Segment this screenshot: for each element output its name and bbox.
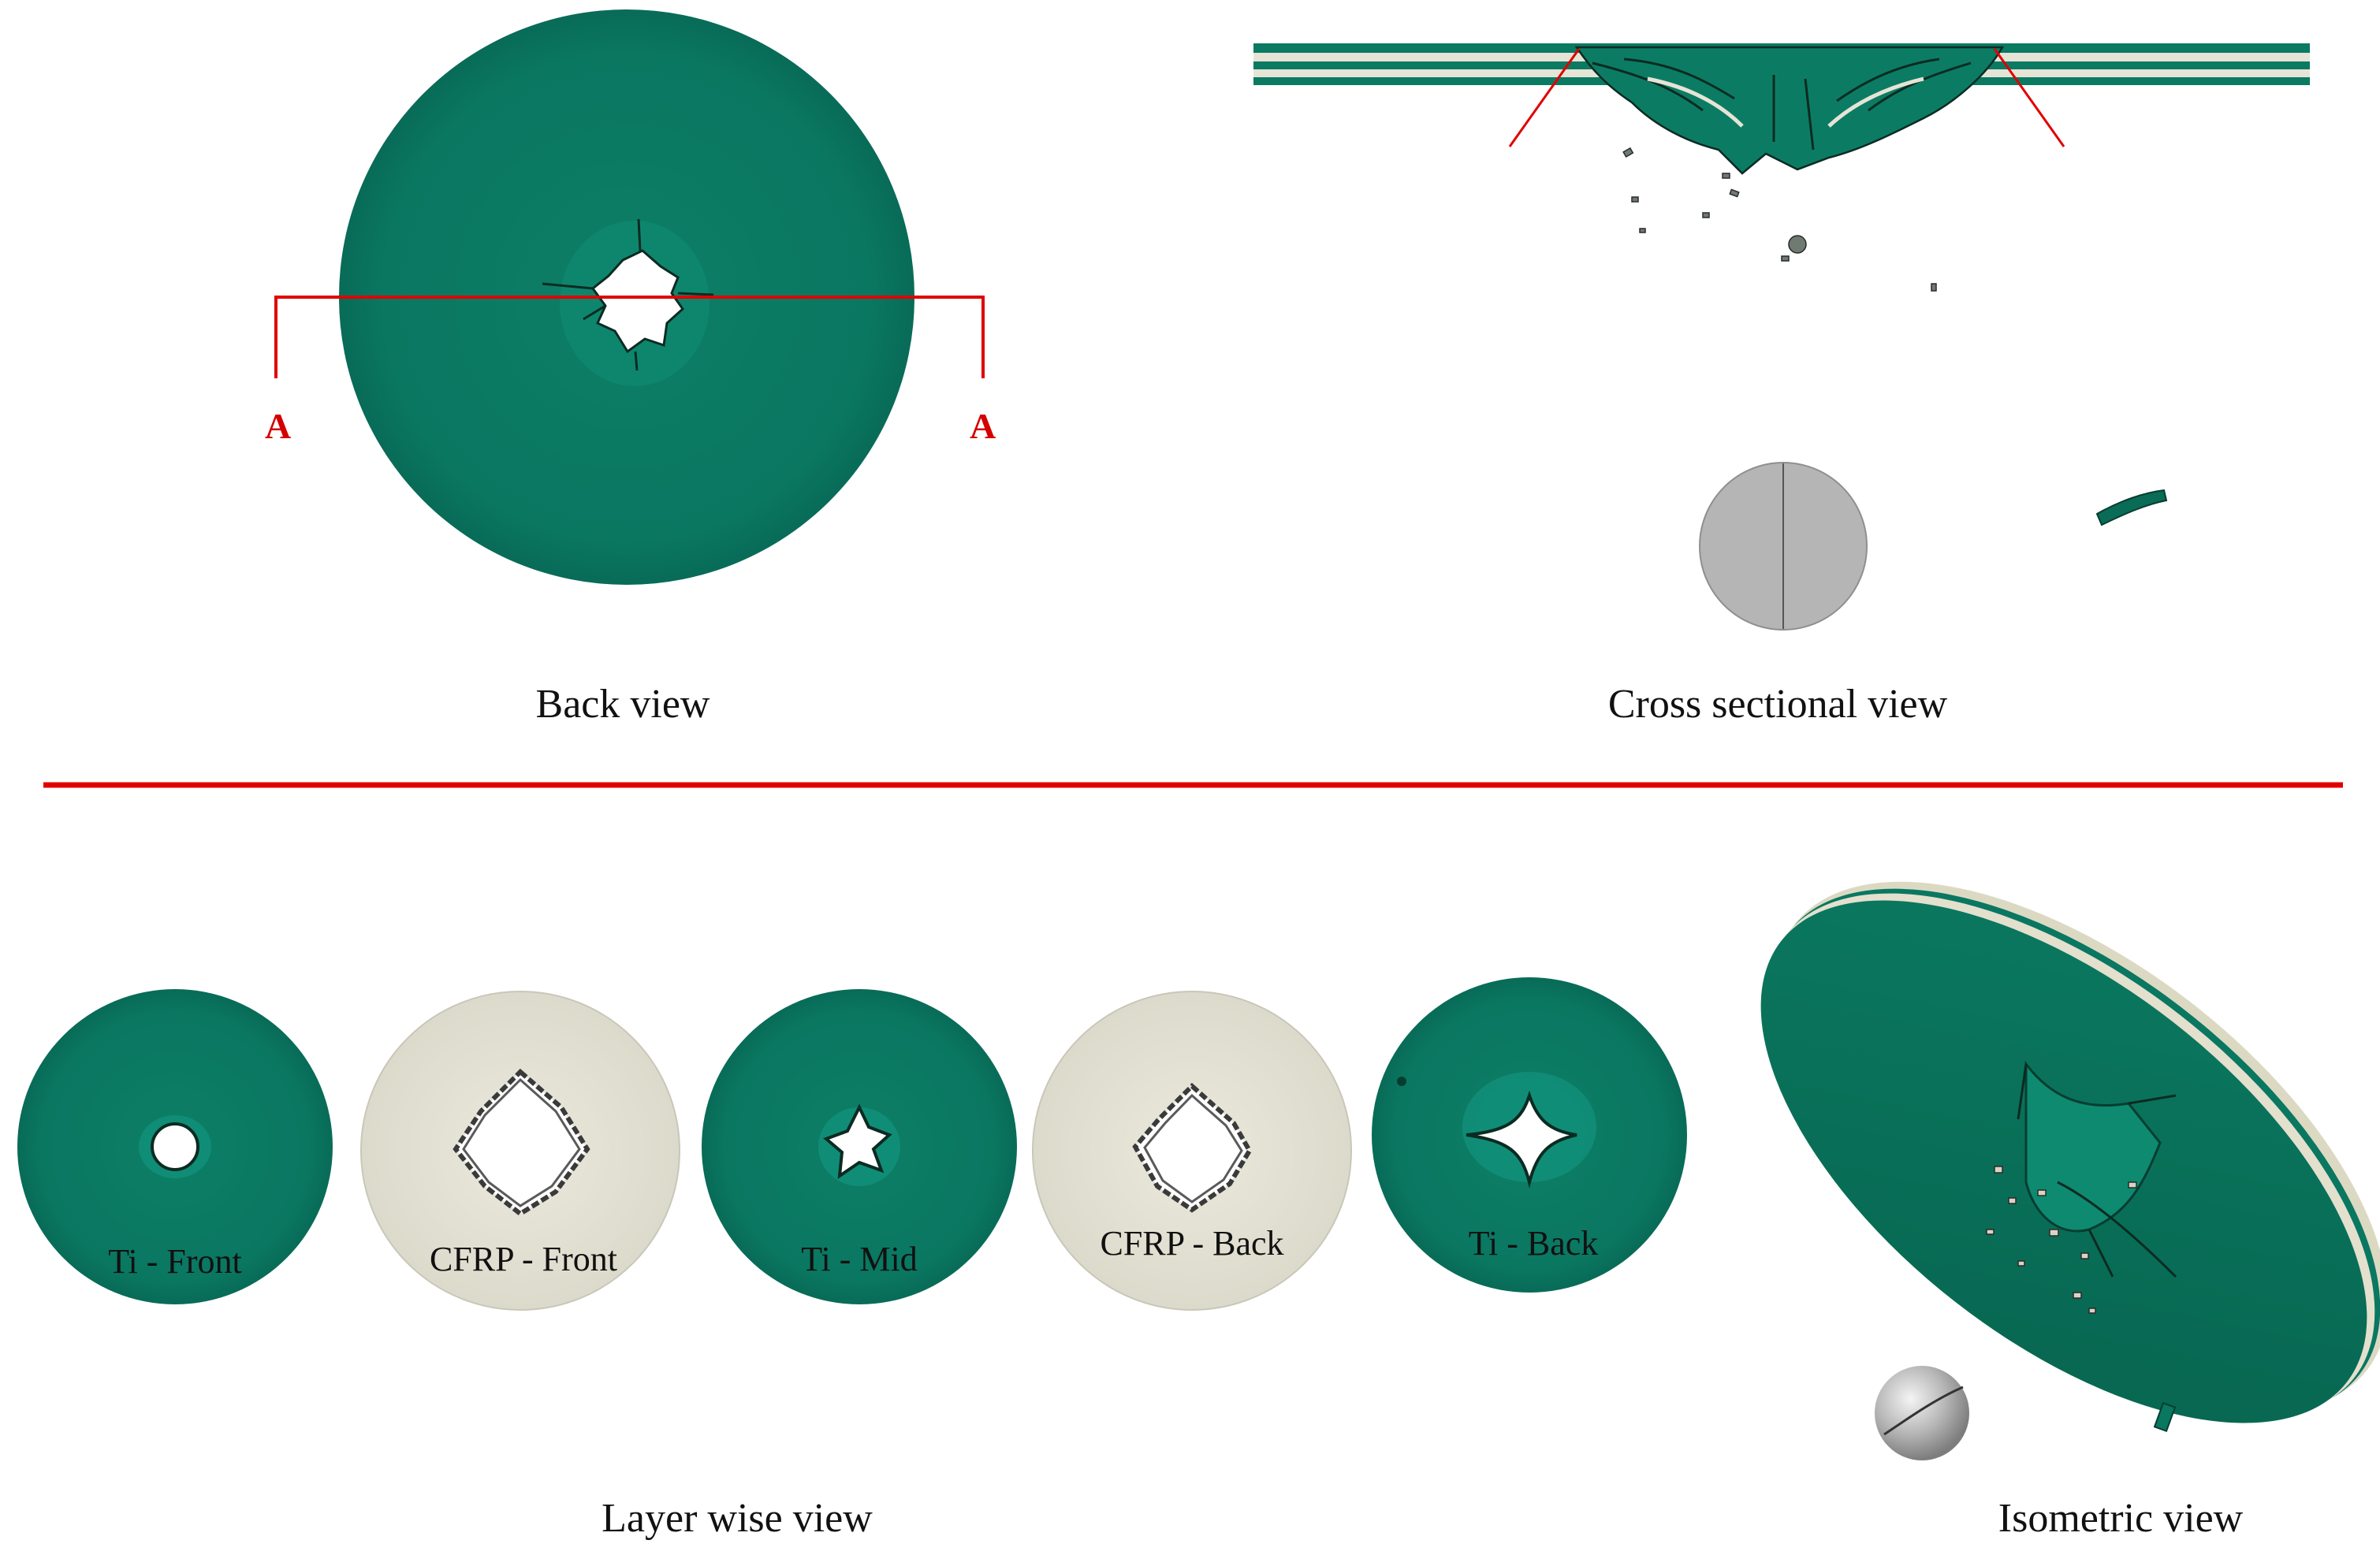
layer-hole bbox=[1466, 1090, 1577, 1189]
isometric-caption: Isometric view bbox=[1998, 1496, 2244, 1541]
iso-debris bbox=[1986, 1166, 2137, 1314]
layer-cfrp-front: CFRP - Front bbox=[360, 991, 680, 1311]
cross-section-debris bbox=[1622, 147, 1937, 292]
layer-damage-zone bbox=[1132, 1082, 1253, 1213]
iso-damage-cone bbox=[2024, 1060, 2162, 1233]
section-marker-left: A bbox=[265, 406, 291, 446]
layer-label: CFRP - Back bbox=[1100, 1224, 1283, 1263]
cross-section-crater bbox=[1574, 46, 2005, 175]
layer-spot bbox=[1397, 1077, 1406, 1086]
layer-damage-zone bbox=[453, 1068, 590, 1217]
layer-damage-outline bbox=[1143, 1093, 1243, 1203]
layer-ti-mid: Ti - Mid bbox=[702, 989, 1017, 1304]
layer-ti-back: Ti - Back bbox=[1372, 977, 1687, 1293]
back-view-panel: A A Back view bbox=[265, 9, 996, 727]
layer-label: CFRP - Front bbox=[430, 1240, 617, 1278]
layer-label: Ti - Mid bbox=[801, 1240, 918, 1278]
cone-line-right bbox=[1993, 48, 2065, 147]
iso-projectile-ball bbox=[1875, 1366, 1969, 1460]
layer-label: Ti - Front bbox=[108, 1242, 242, 1281]
cross-section-caption: Cross sectional view bbox=[1608, 682, 1948, 727]
back-view-caption: Back view bbox=[536, 682, 710, 727]
iso-damage-cracks bbox=[2017, 1063, 2177, 1278]
section-marker-right: A bbox=[970, 406, 996, 446]
layer-label: Ti - Back bbox=[1469, 1224, 1599, 1263]
back-view-cracks bbox=[542, 218, 714, 371]
cone-line-left bbox=[1508, 48, 1581, 147]
isometric-panel: Isometric view bbox=[1760, 881, 2380, 1541]
cross-section-panel: Cross sectional view bbox=[1253, 43, 2310, 727]
layer-wise-caption: Layer wise view bbox=[602, 1496, 873, 1541]
section-line-a-a bbox=[274, 296, 985, 378]
layer-hole bbox=[151, 1122, 199, 1171]
iso-fragment bbox=[2153, 1401, 2177, 1433]
layer-hole bbox=[823, 1103, 892, 1180]
layer-wise-panel: Ti - Front CFRP - Front Ti - Mid CFRP - … bbox=[17, 977, 1687, 1541]
flying-fragment bbox=[2095, 489, 2168, 526]
layer-cfrp-back: CFRP - Back bbox=[1032, 991, 1352, 1311]
iso-projectile-seam bbox=[1883, 1386, 1964, 1436]
layer-ti-front: Ti - Front bbox=[17, 989, 333, 1304]
cross-section-inner-layers bbox=[1647, 76, 1924, 128]
layer-damage-outline bbox=[462, 1077, 581, 1207]
